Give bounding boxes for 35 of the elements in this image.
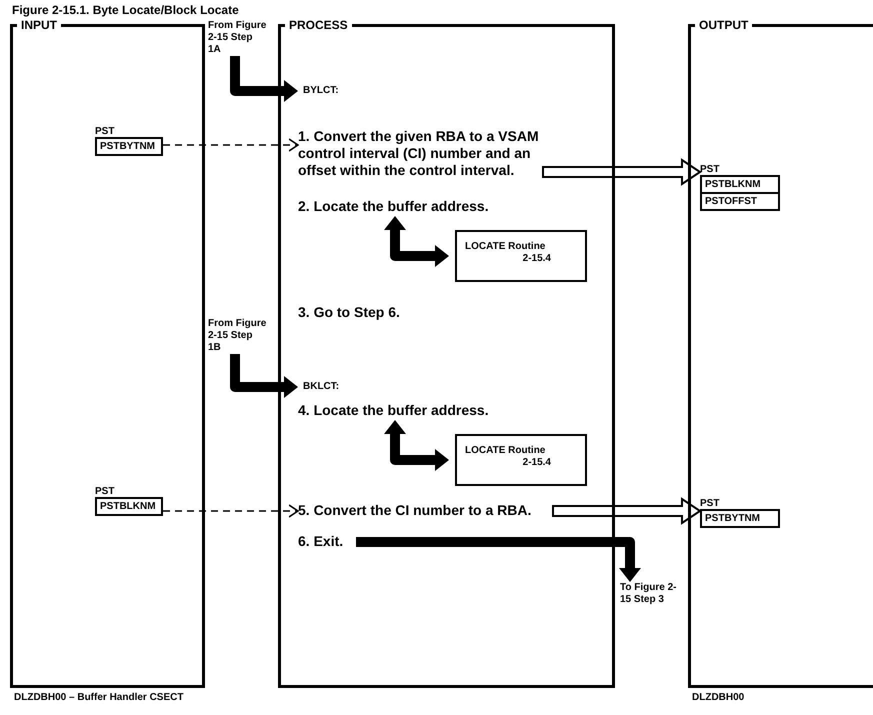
routine-label: LOCATE Routine: [465, 241, 546, 253]
block-name: PST: [95, 486, 114, 497]
field-box: PSTBYTNM: [95, 137, 163, 156]
process-step: 3. Go to Step 6.: [298, 304, 428, 321]
routine-box: [455, 434, 587, 486]
routine-box: [455, 230, 587, 282]
panel-caption: DLZDBH00: [692, 692, 744, 703]
block-name: PST: [95, 126, 114, 137]
flow-arrow: [356, 537, 641, 582]
hollow-arrow: [542, 158, 702, 186]
block-name: PST: [700, 498, 720, 509]
connector-note: From Figure 2-15 Step 1B: [208, 318, 268, 354]
process-step: 1. Convert the given RBA to a VSAM control interval (CI) number and an offset within the control interval.: [298, 128, 543, 179]
field-box: PSTOFFST: [700, 192, 780, 211]
process-step: 2. Locate the buffer address.: [298, 198, 518, 215]
process-step: 6. Exit.: [298, 533, 356, 550]
flow-arrow: [384, 216, 449, 267]
dashed-arrow: [163, 138, 299, 152]
block-name: PST: [700, 164, 720, 175]
entry-point-label: BKLCT:: [298, 380, 340, 394]
panel-caption: DLZDBH00 – Buffer Handler CSECT: [14, 692, 184, 703]
flow-arrow: [384, 420, 449, 471]
figure-title: Figure 2-15.1. Byte Locate/Block Locate: [12, 3, 239, 17]
dashed-arrow: [163, 504, 299, 518]
process-step: 5. Convert the CI number to a RBA.: [298, 502, 553, 519]
connector-note: From Figure 2-15 Step 1A: [208, 20, 268, 56]
connector-note: To Figure 2-15 Step 3: [620, 582, 680, 606]
hollow-arrow: [552, 497, 702, 525]
field-box: PSTBYTNM: [700, 509, 780, 528]
field-box: PSTBLKNM: [95, 497, 163, 516]
routine-label: 2-15.4: [522, 457, 551, 469]
routine-label: 2-15.4: [522, 253, 551, 265]
routine-label: LOCATE Routine: [465, 445, 546, 457]
process-step: 4. Locate the buffer address.: [298, 402, 518, 419]
entry-point-label: BYLCT:: [298, 84, 339, 98]
